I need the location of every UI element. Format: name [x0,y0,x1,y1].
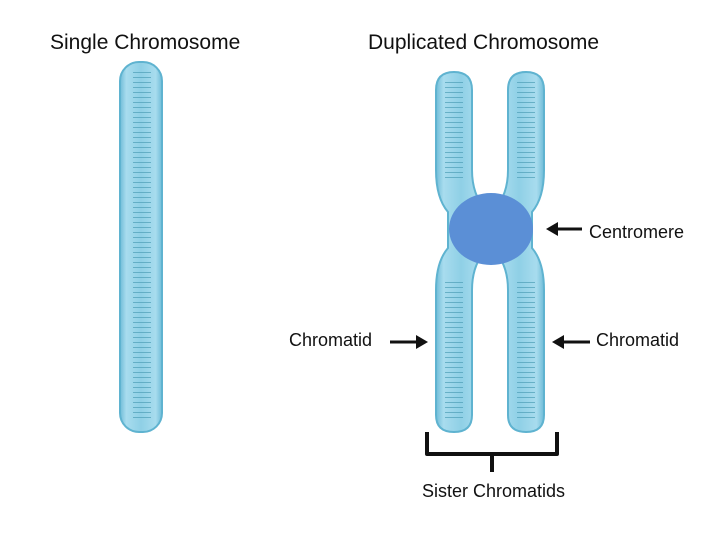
duplicated-chromosome-title: Duplicated Chromosome [368,31,600,54]
single-chromosome [119,61,163,433]
single-chromosome-title: Single Chromosome [50,31,241,54]
chromatid-left-arrow [390,335,428,349]
chromatid-right-arrow [552,335,590,349]
centromere [449,193,533,265]
centromere-arrow [546,222,582,236]
sister-chromatids-bracket [425,432,559,472]
chromatid-left-label: Chromatid [289,330,373,350]
chromatid-right-label: Chromatid [596,330,680,350]
centromere-label: Centromere [589,222,685,242]
sister-chromatids-label: Sister Chromatids [422,481,566,501]
